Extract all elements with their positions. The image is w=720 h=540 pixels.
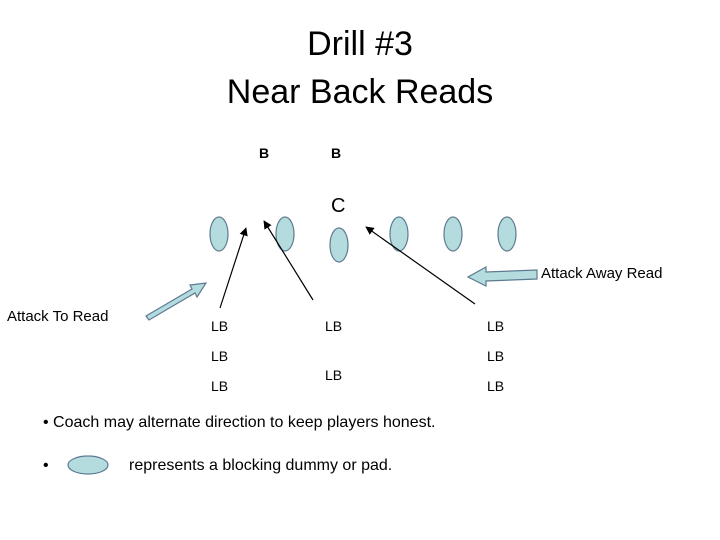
lb-right-3: LB <box>487 378 505 394</box>
read-arrow-middle <box>263 220 314 301</box>
page-title-line1: Drill #3 <box>307 25 413 63</box>
dummy-center <box>329 227 349 263</box>
center-label: C <box>331 195 346 217</box>
note-alternate-direction: • Coach may alternate direction to keep … <box>43 414 436 431</box>
attack-away-block-arrow <box>466 265 538 287</box>
legend-dummy <box>67 455 109 475</box>
lb-right-1: LB <box>487 318 505 334</box>
lb-left-1: LB <box>211 318 229 334</box>
dummy-4 <box>443 216 463 252</box>
lb-middle-1: LB <box>325 318 343 334</box>
lb-left-3: LB <box>211 378 229 394</box>
note-bullet: • <box>43 457 49 474</box>
dummy-1 <box>209 216 229 252</box>
dummy-5 <box>497 216 517 252</box>
attack-away-label: Attack Away Read <box>541 265 663 282</box>
lb-right-2: LB <box>487 348 505 364</box>
back-label-left: B <box>259 145 270 161</box>
read-arrow-right <box>365 226 476 305</box>
lb-middle-2: LB <box>325 367 343 383</box>
note-dummy-legend: represents a blocking dummy or pad. <box>129 457 393 474</box>
dummy-2 <box>275 216 295 252</box>
attack-to-block-arrow <box>145 282 208 321</box>
attack-to-label: Attack To Read <box>7 308 109 325</box>
back-label-right: B <box>331 145 342 161</box>
read-arrow-left <box>219 227 248 309</box>
page-title-line2: Near Back Reads <box>226 73 494 111</box>
lb-left-2: LB <box>211 348 229 364</box>
